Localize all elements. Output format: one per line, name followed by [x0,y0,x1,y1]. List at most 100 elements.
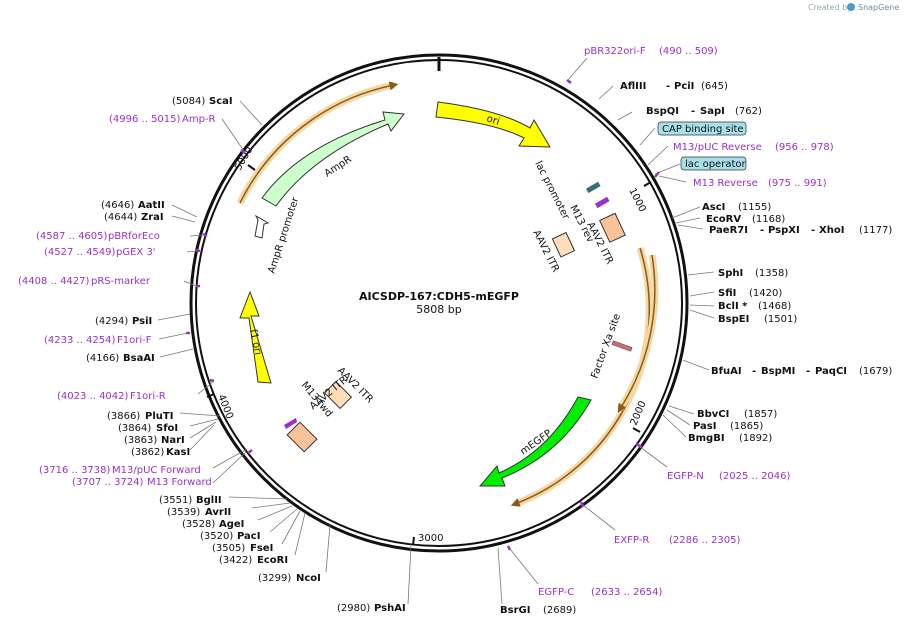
site-1857-pos: (1857) [744,409,777,420]
primer-f1orir-pos: (4023 .. 4042) [57,391,129,402]
f1-ori-feature[interactable] [239,290,272,384]
primer-ampr-pos: (4996 .. 5015) [109,114,181,125]
snapgene-logo-icon [847,3,855,11]
site-bspmi: BspMI [761,366,795,377]
left-labels: (2980) PshAI (3299) NcoI (3422) EcoRI (3… [18,96,406,614]
site-avrii: AvrII [205,507,231,518]
lac-operator-box[interactable] [680,156,747,171]
callout-lines [157,57,715,605]
separator-dash: - [806,366,810,377]
m13-rev-feature[interactable] [594,196,610,209]
f1-ori-label: f1 ori [247,328,263,356]
site-2689-pos: (2689) [543,605,576,616]
site-sphi: SphI [718,268,743,279]
site-sapi: SapI [700,106,725,117]
primer-m13puc-rev: M13/pUC Reverse [673,142,762,153]
m13-fwd-feature[interactable] [284,418,297,429]
aav2-itr-feature-b[interactable] [551,231,576,258]
site-pspxi: PspXI [768,225,800,236]
site-kasi: KasI [166,447,190,458]
site-1177-pos: (1177) [859,225,892,236]
aav2-itr-feature-a[interactable] [599,212,626,243]
site-pasi: PasI [693,421,716,432]
site-3862-pos: (3862) [131,447,164,458]
site-3528-pos: (3528) [182,519,215,530]
ori-feature[interactable] [435,101,551,148]
site-fsei: FseI [250,543,273,554]
megfp-feature[interactable] [478,396,592,487]
site-1420-pos: (1420) [749,288,782,299]
factor-xa-feature[interactable] [611,340,633,352]
cap-binding-site-box[interactable] [657,121,747,136]
site-bsrgi: BsrGI [500,605,530,616]
site-1168-pos: (1168) [752,214,785,225]
site-afliii: AflIII [620,81,646,92]
site-ecorv: EcoRV [706,214,741,225]
site-sfoi: SfoI [156,423,178,434]
ampr-feature[interactable] [261,111,405,207]
primer-exfpr-pos: (2286 .. 2305) [669,535,741,546]
site-bbvci: BbvCI [697,409,729,420]
primer-m13puc-fwd: M13/pUC Forward [112,465,201,476]
site-4166-pos: (4166) [86,353,119,364]
site-paqci: PaqCI [815,366,847,377]
site-1679-pos: (1679) [859,366,892,377]
primer-f1orif: F1ori-F [117,335,152,346]
site-4294-pos: (4294) [95,316,128,327]
site-nari: NarI [161,435,185,446]
primer-m13-rev-pos: (975 .. 991) [768,178,827,189]
site-paer7i: PaeR7I [709,225,748,236]
site-645-pos: (645) [701,81,728,92]
site-1865-pos: (1865) [730,421,763,432]
ampr-label: AmpR [323,154,354,180]
lac-operator-label: lac operator [685,159,746,170]
site-scai: ScaI [209,96,233,107]
site-paci: PacI [237,531,260,542]
backbone-outer-ring [189,53,689,553]
site-xhoi: XhoI [819,225,844,236]
primer-egfpc: EGFP-C [538,587,574,598]
primer-m13-rev: M13 Reverse [693,178,758,189]
separator-dash: - [760,225,764,236]
lac-promoter-feature[interactable] [585,181,601,194]
ori-label: ori [485,113,501,127]
site-psii: PsiI [132,316,152,327]
site-bsaai: BsaAI [123,353,155,364]
site-zrai: ZraI [141,212,164,223]
site-agei: AgeI [219,519,244,530]
aav2-itr-feature-c[interactable] [323,380,353,410]
site-pshai: PshAI [374,603,406,614]
site-ecori: EcoRI [257,555,288,566]
tick-3000: 3000 [418,533,443,544]
credit-brand: SnapGene [858,3,899,12]
primer-prs-pos: (4408 .. 4427) [18,276,90,287]
site-pcii: PciI [674,81,694,92]
site-3864-pos: (3864) [118,423,151,434]
cap-binding-site-label: CAP binding site [662,124,744,135]
separator-dash: - [691,106,695,117]
site-3299-pos: (3299) [258,573,291,584]
primer-m13fwd: M13 Forward [147,477,212,488]
site-3539-pos: (3539) [167,507,200,518]
ampr-promoter-feature[interactable] [254,214,270,239]
site-bglii: BglII [196,495,222,506]
site-1892-pos: (1892) [739,433,772,444]
aav2-itr-label-b: AAV2 ITR [530,228,561,274]
primer-pgex-pos: (4527 .. 4549) [44,247,116,258]
aav2-itr-feature-d[interactable] [286,421,318,453]
primer-pbrfor: pBRforEco [108,231,160,242]
site-1358-pos: (1358) [755,268,788,279]
primer-f1orir: F1ori-R [130,391,166,402]
site-3422-pos: (3422) [219,555,252,566]
site-3520-pos: (3520) [200,531,233,542]
primer-egfpn: EGFP-N [667,471,704,482]
site-4646-pos: (4646) [101,200,134,211]
site-762-pos: (762) [735,106,762,117]
primer-pbr322ori: pBR322ori-F [584,46,646,57]
site-3863-pos: (3863) [124,435,157,446]
credit: Created by SnapGene [808,3,899,12]
site-bspqi: BspQI [646,106,679,117]
primer-ampr: Amp-R [182,114,216,125]
site-bcli: BclI * [718,301,748,312]
